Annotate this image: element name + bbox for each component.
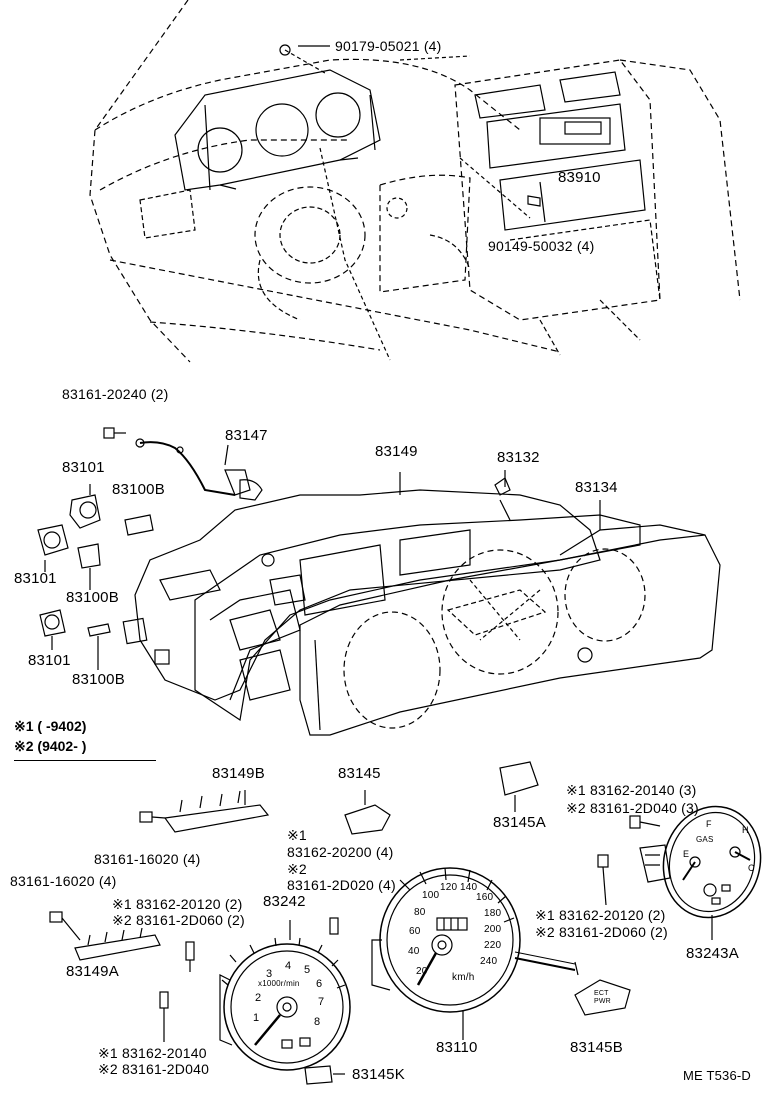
label-x1-83162-20120-b: ※1 83162-20120 (2)	[535, 907, 666, 923]
speedo-num-140: 140	[460, 882, 478, 893]
diagram-id: ME T536-D	[683, 1068, 752, 1083]
label-bulb-83100b-b: 83100B	[66, 589, 119, 606]
label-83162-20200: 83162-20200 (4)	[287, 844, 394, 860]
tacho-num-1: 1	[253, 1012, 260, 1024]
label-83161-2d020: 83161-2D020 (4)	[287, 877, 396, 893]
label-plate-83145: 83145	[338, 765, 381, 782]
meter-cluster-illustration	[122, 444, 721, 736]
bulbs-sockets-illustration	[37, 427, 263, 670]
speedo-num-240: 240	[480, 956, 498, 967]
label-socket-83101-b: 83101	[14, 570, 57, 587]
speedo-num-60: 60	[409, 926, 421, 937]
tacho-num-8: 8	[314, 1016, 321, 1028]
temp-c-text: C	[748, 863, 755, 873]
speedo-num-180: 180	[484, 908, 502, 919]
tacho-unit-text: x1000r/min	[258, 979, 300, 988]
label-harness-83147: 83147	[225, 427, 268, 444]
speedometer-illustration	[371, 867, 579, 1040]
label-x2-83161-2d040-bottom: ※2 83161-2D040	[98, 1061, 210, 1077]
label-x1-83162-20120-a: ※1 83162-20120 (2)	[112, 896, 243, 912]
dashboard-illustration	[89, 0, 741, 363]
speedo-num-160: 160	[476, 892, 494, 903]
label-fuel-temp-83243a: 83243A	[686, 945, 739, 962]
legend-divider	[14, 760, 156, 761]
label-socket-83101-c: 83101	[28, 652, 71, 669]
label-x2-83161-2d060-a: ※2 83161-2D060 (2)	[112, 912, 245, 928]
label-screw-83161-16020-a: 83161-16020 (4)	[94, 851, 201, 867]
tacho-num-3: 3	[266, 968, 273, 980]
tacho-num-6: 6	[316, 978, 323, 990]
plate-b-text: ECT PWR	[594, 990, 611, 1005]
label-x2-83161-2d040-right: ※2 83161-2D040 (3)	[566, 800, 699, 816]
legend: ※1 ( -9402) ※2 (9402- )	[14, 716, 86, 756]
label-socket-83101-a: 83101	[62, 459, 105, 476]
label-screw-83161-20240: 83161-20240 (2)	[62, 386, 169, 402]
label-bulb-83100b-c: 83100B	[72, 671, 125, 688]
label-screw-83161-16020-b: 83161-16020 (4)	[10, 873, 117, 889]
label-plate-83145b: 83145B	[570, 1039, 623, 1056]
label-x1-83162-20140-right: ※1 83162-20140 (3)	[566, 782, 697, 798]
label-tacho-83242: 83242	[263, 893, 306, 910]
legend-line-2: ※2 (9402- )	[14, 738, 87, 754]
tacho-num-2: 2	[255, 992, 262, 1004]
printed-plates-illustration	[49, 761, 661, 1085]
label-circuit-83149: 83149	[375, 443, 418, 460]
label-x1-prefix-20200: ※1	[287, 827, 307, 843]
tacho-num-7: 7	[318, 996, 325, 1008]
fuel-f-text: F	[706, 819, 712, 829]
label-plate-83149a: 83149A	[66, 963, 119, 980]
label-glass-83134: 83134	[575, 479, 618, 496]
label-case-83132: 83132	[497, 449, 540, 466]
label-bolt-top: 90179-05021 (4)	[335, 38, 442, 54]
fuel-temp-gauge-illustration	[639, 805, 762, 940]
label-screw-stereo: 90149-50032 (4)	[488, 238, 595, 254]
label-plate-83145k: 83145K	[352, 1066, 405, 1083]
speedo-num-20: 20	[416, 966, 428, 977]
label-plate-83145a: 83145A	[493, 814, 546, 831]
temp-h-text: H	[742, 825, 749, 835]
speedo-num-220: 220	[484, 940, 502, 951]
speedo-num-100: 100	[422, 890, 440, 901]
label-bulb-83100b-a: 83100B	[112, 481, 165, 498]
speedo-num-120: 120	[440, 882, 458, 893]
speedo-num-40: 40	[408, 946, 420, 957]
speedo-num-80: 80	[414, 907, 426, 918]
label-plate-83149b: 83149B	[212, 765, 265, 782]
label-x2-prefix-2d020: ※2	[287, 861, 307, 877]
tachometer-illustration	[219, 920, 351, 1071]
speedo-num-200: 200	[484, 924, 502, 935]
label-speedo-83110: 83110	[436, 1039, 478, 1056]
fuel-gas-text: GAS	[696, 835, 714, 844]
label-x1-83162-20140-bottom: ※1 83162-20140	[98, 1045, 207, 1061]
tacho-num-4: 4	[285, 960, 292, 972]
tacho-num-5: 5	[304, 964, 311, 976]
legend-line-1: ※1 ( -9402)	[14, 718, 87, 734]
label-x2-83161-2d060-b: ※2 83161-2D060 (2)	[535, 924, 668, 940]
fuel-e-text: E	[683, 849, 690, 859]
speedo-unit-text: km/h	[452, 972, 475, 983]
label-stereo: 83910	[558, 169, 601, 186]
